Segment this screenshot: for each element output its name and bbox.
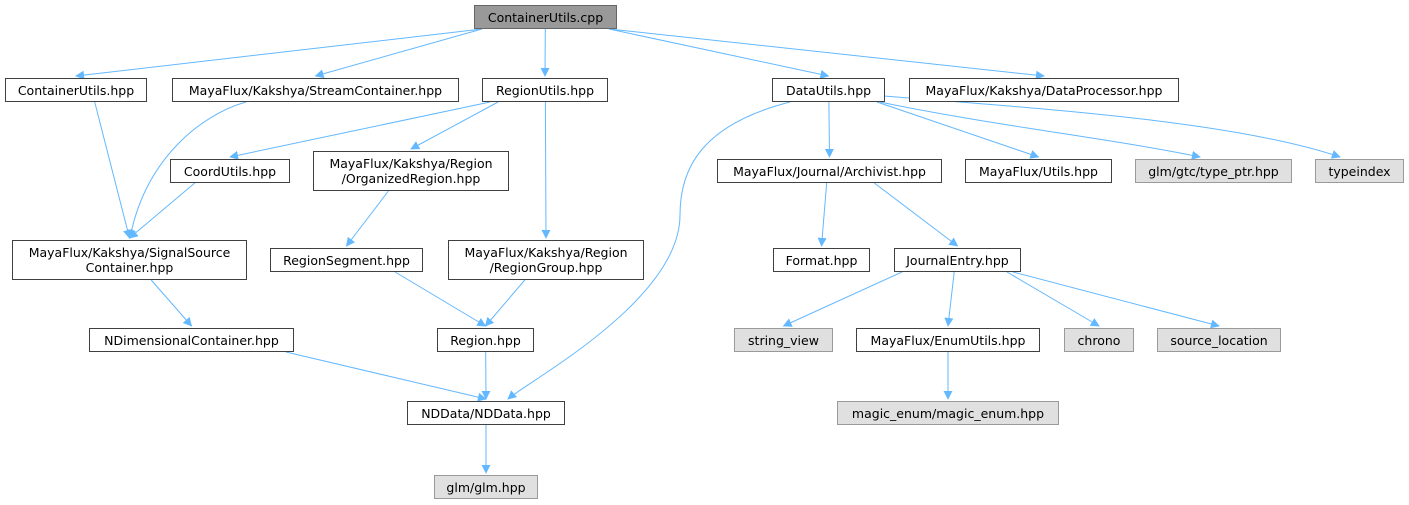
node-label: RegionSegment.hpp [283, 252, 410, 268]
node-label: MayaFlux/Kakshya/SignalSource [28, 245, 231, 260]
node-label: ContainerUtils.cpp [487, 9, 604, 25]
edge-region_utils-to-organized [410, 101, 499, 150]
node-organized[interactable]: MayaFlux/Kakshya/Region/OrganizedRegion.… [313, 151, 509, 191]
node-stream[interactable]: MayaFlux/Kakshya/StreamContainer.hpp [172, 78, 459, 102]
node-processor[interactable]: MayaFlux/Kakshya/DataProcessor.hpp [909, 78, 1179, 102]
edge-cuh-to-signal [94, 101, 132, 239]
edge-archivist-to-journal_entry [873, 182, 959, 247]
node-enum-utils[interactable]: MayaFlux/EnumUtils.hpp [856, 328, 1040, 352]
node-chrono: chrono [1064, 328, 1134, 352]
node-label: ContainerUtils.hpp [17, 82, 135, 98]
node-journal-entry[interactable]: JournalEntry.hpp [894, 248, 1021, 272]
edge-group-to-region [484, 279, 526, 327]
node-glm: glm/glm.hpp [434, 475, 538, 499]
edge-data_utils-to-nddata [507, 101, 791, 400]
edge-layer [75, 28, 1341, 474]
node-label: glm/gtc/type_ptr.hpp [1148, 163, 1279, 179]
edge-cpp-to-data_utils [608, 28, 830, 79]
edge-signal-to-ndim [150, 279, 193, 327]
edge-cpp-to-stream [314, 28, 483, 79]
node-label: glm/glm.hpp [446, 479, 526, 495]
node-label: string_view [748, 332, 819, 348]
edge-region_utils-to-group [541, 101, 551, 239]
node-label: MayaFlux/Kakshya/Region [464, 245, 628, 260]
node-label: MayaFlux/Kakshya/DataProcessor.hpp [925, 82, 1163, 98]
node-segment[interactable]: RegionSegment.hpp [270, 248, 423, 272]
edge-data_utils-to-archivist [824, 101, 834, 158]
edge-segment-to-region [394, 271, 487, 327]
node-label: MayaFlux/Journal/Archivist.hpp [733, 163, 926, 179]
edge-region_utils-to-coord [229, 101, 491, 160]
edge-cpp-to-processor [608, 28, 1045, 80]
node-nddata[interactable]: NDData/NDData.hpp [407, 401, 565, 425]
node-archivist[interactable]: MayaFlux/Journal/Archivist.hpp [717, 159, 942, 183]
node-label: JournalEntry.hpp [906, 252, 1009, 268]
edge-journal_entry-to-enum_utils [944, 271, 955, 327]
edge-ndim-to-nddata [285, 351, 487, 402]
node-label: chrono [1077, 332, 1121, 348]
node-label: NDData/NDData.hpp [421, 405, 551, 421]
node-label: /OrganizedRegion.hpp [341, 171, 481, 186]
node-label: NDimensionalContainer.hpp [104, 332, 279, 348]
edge-journal_entry-to-string_view [782, 271, 903, 327]
edge-archivist-to-format [817, 182, 828, 247]
node-label: MayaFlux/Kakshya/StreamContainer.hpp [188, 82, 443, 98]
edge-journal_entry-to-source_location [1012, 271, 1220, 329]
node-cuh[interactable]: ContainerUtils.hpp [5, 78, 147, 102]
node-coord[interactable]: CoordUtils.hpp [170, 159, 290, 183]
node-label: /RegionGroup.hpp [489, 260, 603, 275]
node-typeindex: typeindex [1315, 159, 1404, 183]
node-label: MayaFlux/Utils.hpp [979, 163, 1098, 179]
node-string-view: string_view [734, 328, 833, 352]
edge-cpp-to-cuh [75, 28, 483, 80]
node-label: typeindex [1328, 163, 1391, 179]
node-label: source_location [1170, 332, 1268, 348]
edge-journal_entry-to-chrono [1006, 271, 1100, 327]
node-utils[interactable]: MayaFlux/Utils.hpp [965, 159, 1112, 183]
node-label: Container.hpp [85, 260, 174, 275]
node-label: RegionUtils.hpp [495, 82, 595, 98]
node-label: Format.hpp [785, 252, 858, 268]
node-magic-enum: magic_enum/magic_enum.hpp [837, 401, 1059, 425]
node-group[interactable]: MayaFlux/Kakshya/Region/RegionGroup.hpp [448, 240, 644, 280]
node-label: magic_enum/magic_enum.hpp [851, 405, 1045, 421]
node-label: CoordUtils.hpp [183, 163, 277, 179]
node-type-ptr: glm/gtc/type_ptr.hpp [1135, 159, 1292, 183]
edge-data_utils-to-typeindex [883, 95, 1341, 159]
edge-data_utils-to-type_ptr [879, 101, 1201, 160]
node-region-utils[interactable]: RegionUtils.hpp [482, 78, 608, 102]
node-label: DataUtils.hpp [785, 82, 872, 98]
node-format[interactable]: Format.hpp [773, 248, 870, 272]
node-label: MayaFlux/EnumUtils.hpp [870, 332, 1026, 348]
node-label: MayaFlux/Kakshya/Region [329, 156, 493, 171]
edge-organized-to-segment [345, 190, 389, 247]
node-data-utils[interactable]: DataUtils.hpp [772, 78, 885, 102]
edge-data_utils-to-utils [876, 101, 1040, 159]
node-label: Region.hpp [450, 332, 521, 348]
node-ndim[interactable]: NDimensionalContainer.hpp [89, 328, 294, 352]
edge-coord-to-signal [128, 182, 196, 239]
node-cpp[interactable]: ContainerUtils.cpp [474, 5, 617, 29]
node-region[interactable]: Region.hpp [437, 328, 534, 352]
edge-stream-to-signal [127, 101, 247, 239]
node-source-location: source_location [1157, 328, 1281, 352]
